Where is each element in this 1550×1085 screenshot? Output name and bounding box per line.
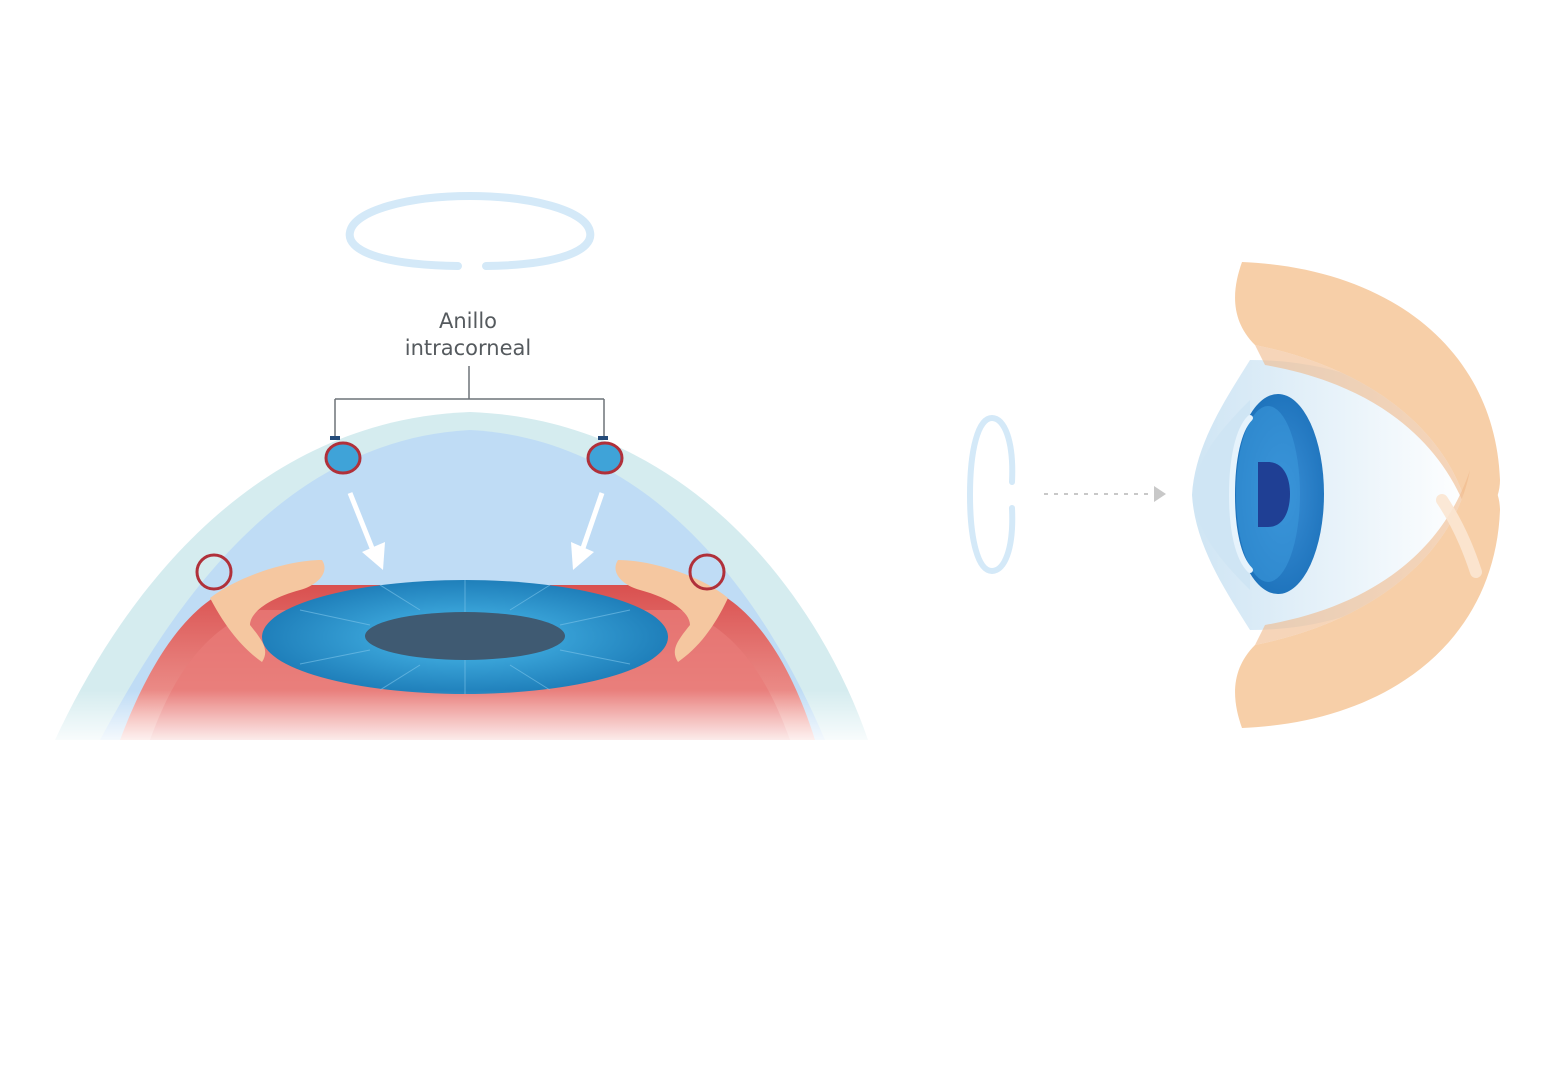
ring-segment-left: [324, 436, 362, 475]
side-view-eye: [966, 262, 1500, 728]
ring-edge-on: [966, 414, 1016, 575]
angle-marker-left: [195, 553, 233, 591]
lower-eyelid: [1235, 470, 1500, 728]
cross-section-eye: [40, 191, 900, 750]
angle-marker-right: [688, 553, 726, 591]
intracorneal-ring-illustration: [345, 191, 595, 270]
intracorneal-ring-label: Anillo intracorneal: [330, 308, 606, 362]
label-line-2: intracorneal: [404, 336, 532, 360]
label-bracket: [334, 366, 605, 440]
label-line-1: Anillo: [438, 309, 498, 333]
upper-eyelid: [1235, 262, 1500, 520]
pupil: [365, 612, 565, 660]
ciliary-tissue: [210, 560, 728, 662]
side-pupil: [1258, 462, 1290, 527]
ring-segment-right: [586, 436, 624, 475]
iris: [262, 580, 668, 694]
flatten-arrows: [347, 492, 605, 570]
inserted-ring: [1228, 415, 1253, 573]
